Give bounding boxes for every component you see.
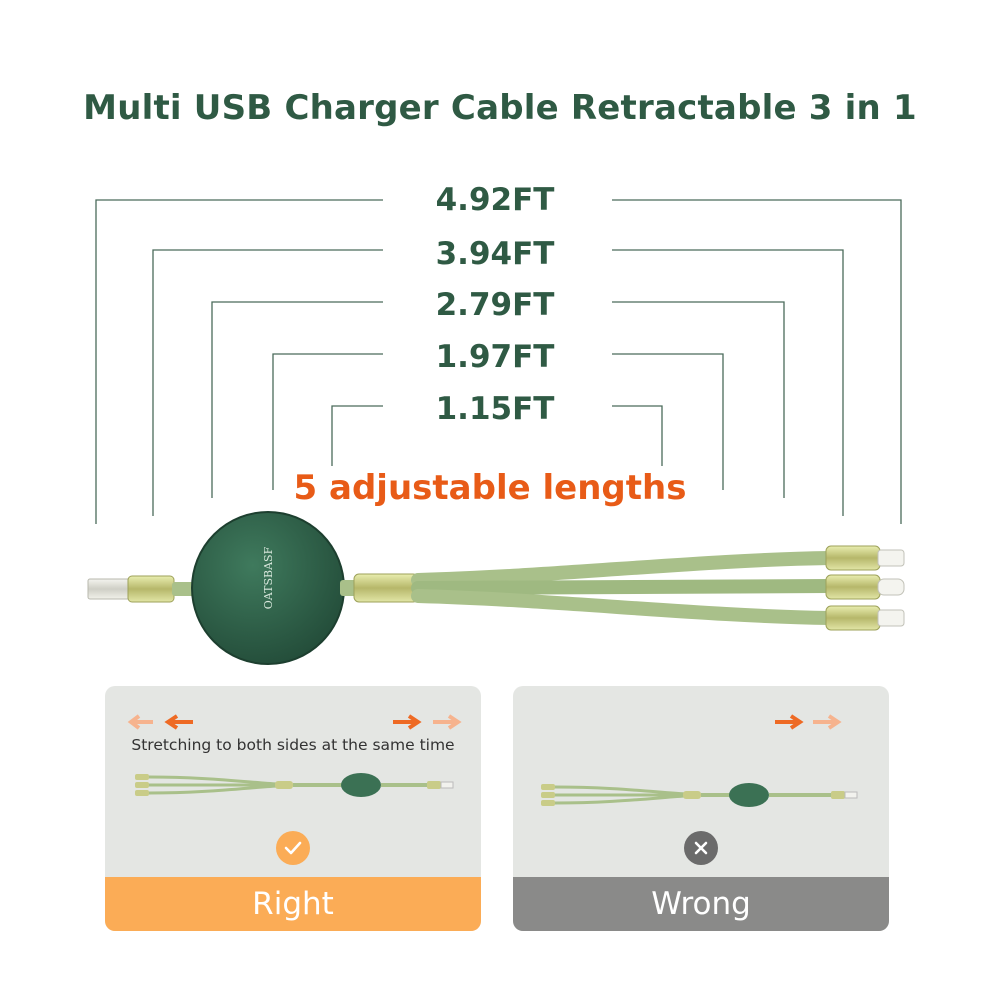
guide-line-right-3	[612, 301, 785, 498]
retractable-hub	[192, 512, 344, 664]
cable-branch-1	[411, 551, 837, 587]
guide-line-left-3	[211, 301, 383, 498]
splitter-sleeve	[353, 573, 419, 603]
right-label: Right	[105, 877, 481, 931]
cross-icon	[684, 831, 718, 865]
wrong-usage-illustration	[541, 714, 858, 807]
check-icon	[276, 831, 310, 865]
right-usage-panel: Stretching to both sides at the same tim…	[105, 686, 481, 931]
guide-line-left-5	[331, 405, 383, 466]
length-guide-lines	[95, 199, 902, 524]
length-label-3: 2.79FT	[435, 287, 555, 323]
guide-line-right-2	[612, 249, 844, 516]
page-title: Multi USB Charger Cable Retractable 3 in…	[83, 88, 917, 128]
guide-line-right-4	[612, 353, 724, 490]
guide-line-left-4	[272, 353, 383, 490]
wrong-usage-panel: Wrong	[513, 686, 889, 931]
guide-line-right-5	[612, 405, 663, 466]
pull-right-arrows-icon	[775, 714, 842, 730]
usb-c-connector	[825, 574, 881, 600]
product-cable-image: OATSBASF	[87, 511, 905, 665]
length-label-1: 4.92FT	[435, 182, 555, 218]
right-usage-illustration	[127, 714, 462, 797]
brand-text: OATSBASF	[262, 546, 275, 609]
adjustable-lengths-label: 5 adjustable lengths	[293, 468, 687, 508]
wrong-label: Wrong	[513, 877, 889, 931]
usb-a-plug	[87, 578, 131, 600]
length-label-5: 1.15FT	[435, 391, 555, 427]
cable-branch-3	[411, 589, 837, 625]
lightning-connector	[825, 545, 881, 571]
pull-left-arrows-icon	[127, 714, 193, 730]
usage-caption: Stretching to both sides at the same tim…	[131, 736, 455, 754]
length-label-2: 3.94FT	[435, 236, 555, 272]
guide-line-right-1	[612, 199, 902, 524]
guide-line-left-2	[152, 249, 383, 516]
micro-usb-connector	[825, 605, 881, 631]
cable-branch-2	[411, 579, 837, 595]
guide-line-left-1	[95, 199, 383, 524]
length-label-4: 1.97FT	[435, 339, 555, 375]
pull-right-arrows-icon	[393, 714, 462, 730]
